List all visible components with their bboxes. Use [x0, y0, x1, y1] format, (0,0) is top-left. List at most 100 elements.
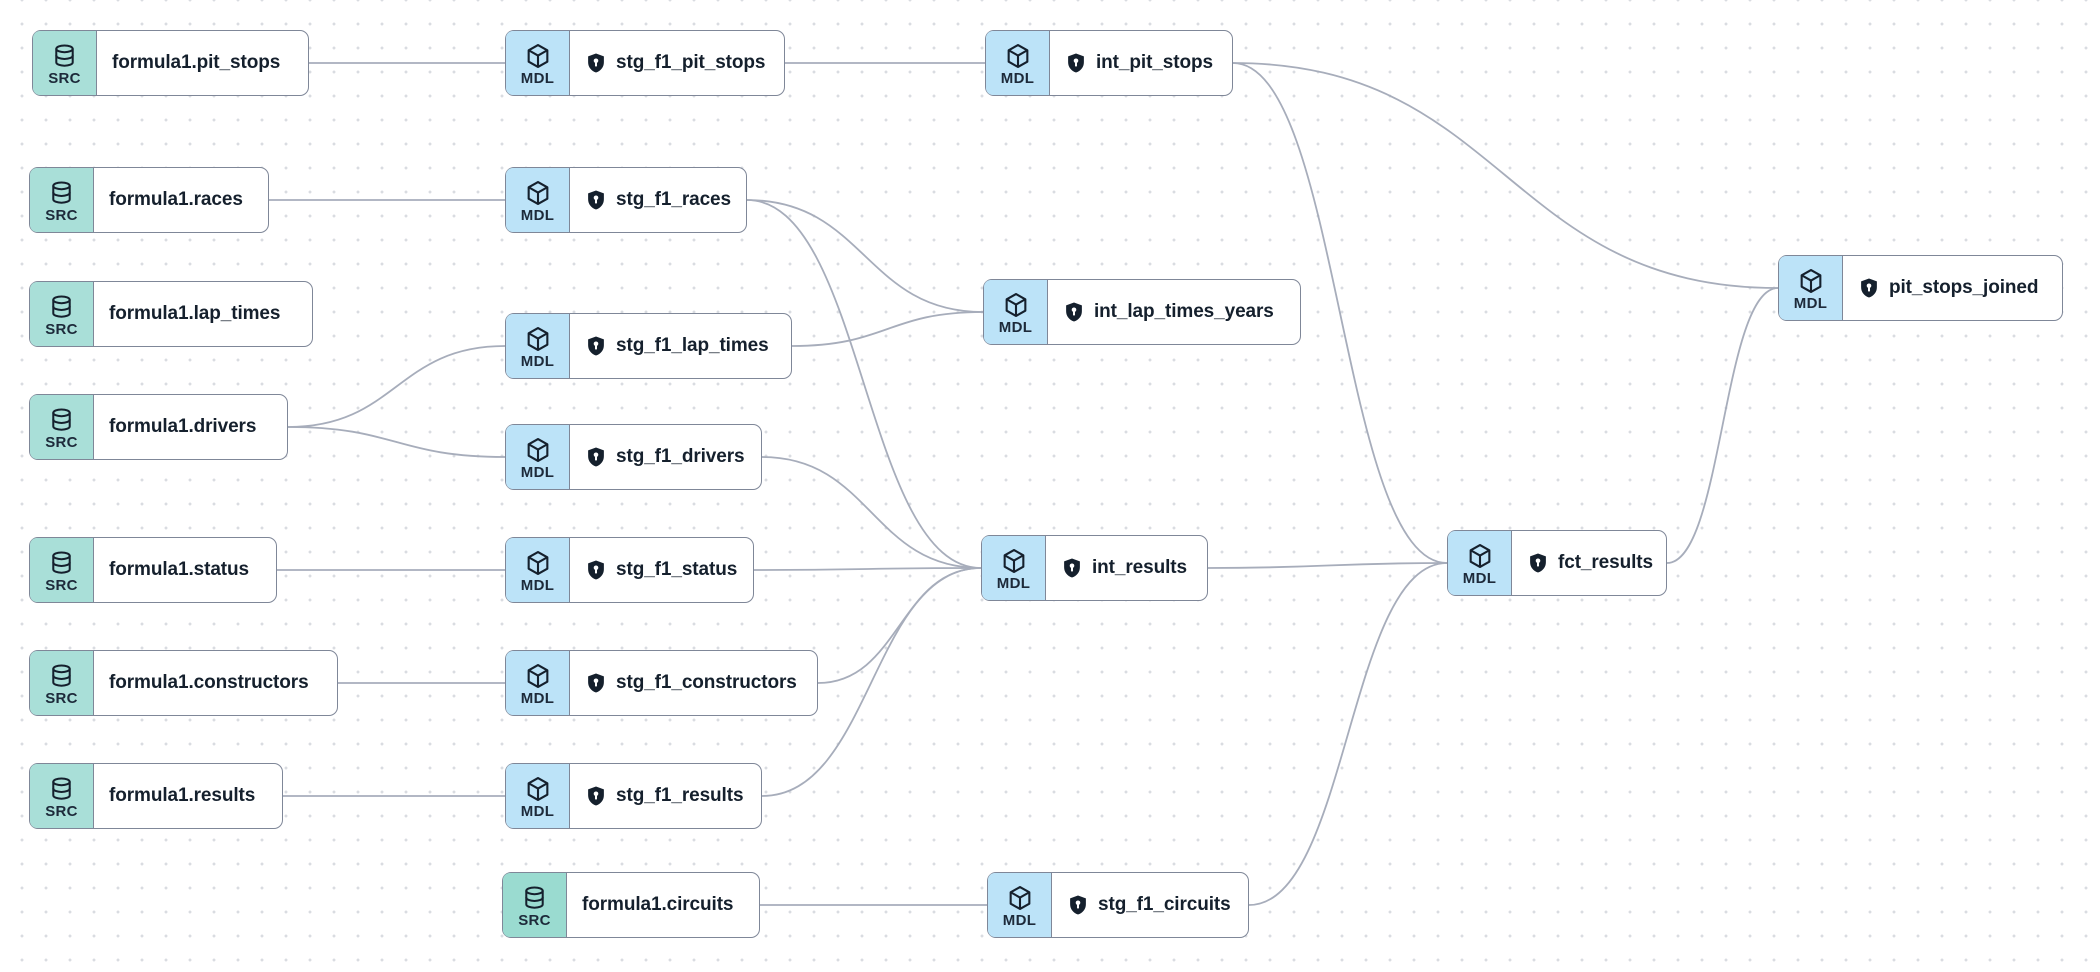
node-type-label: SRC [45, 576, 78, 594]
database-icon [52, 294, 71, 318]
database-icon [52, 180, 71, 204]
node-type-badge: MDL [506, 538, 570, 602]
node-type-badge: MDL [506, 764, 570, 828]
shield-icon [588, 447, 604, 467]
node-name-area: stg_f1_status [570, 538, 753, 602]
database-icon [52, 407, 71, 431]
node-type-label: MDL [520, 207, 555, 224]
node-type-label: MDL [520, 577, 555, 594]
node-type-badge: MDL [506, 651, 570, 715]
shield-icon [588, 786, 604, 806]
edge-stg_races-to-int_lap_times_years [746, 199, 984, 313]
node-int_pit_stops[interactable]: MDL int_pit_stops [985, 30, 1233, 96]
node-formula1.circuits[interactable]: SRC formula1.circuits [502, 872, 760, 938]
node-name-area: int_pit_stops [1050, 31, 1232, 95]
cube-icon [1469, 543, 1490, 569]
edge-stg_lap_times-to-int_lap_times_years [791, 311, 984, 347]
node-label: formula1.races [109, 189, 243, 210]
node-label: formula1.pit_stops [112, 52, 281, 73]
node-type-badge: MDL [506, 314, 570, 378]
node-name-area: formula1.status [94, 538, 276, 602]
node-type-badge: MDL [506, 168, 570, 232]
node-type-badge: MDL [506, 31, 570, 95]
cube-icon [527, 776, 548, 802]
node-label: formula1.circuits [582, 894, 734, 915]
node-type-label: SRC [45, 320, 78, 338]
edge-src_drivers-to-stg_drivers [287, 426, 506, 458]
shield-icon [1064, 558, 1080, 578]
node-label: stg_f1_circuits [1098, 894, 1231, 915]
node-type-badge: SRC [30, 395, 94, 459]
edge-fct_results-to-pit_stops_joined [1666, 287, 1779, 564]
node-formula1.lap_times[interactable]: SRC formula1.lap_times [29, 281, 313, 347]
node-label: stg_f1_drivers [616, 446, 745, 467]
node-name-area: formula1.pit_stops [97, 31, 308, 95]
shield-icon [1070, 895, 1086, 915]
node-stg_f1_constructors[interactable]: MDL stg_f1_constructors [505, 650, 818, 716]
node-type-label: MDL [520, 70, 555, 87]
node-name-area: formula1.lap_times [94, 282, 312, 346]
edge-src_drivers-to-stg_lap_times [287, 345, 506, 428]
node-type-badge: MDL [984, 280, 1048, 344]
node-stg_f1_pit_stops[interactable]: MDL stg_f1_pit_stops [505, 30, 785, 96]
node-type-badge: SRC [30, 538, 94, 602]
node-type-label: MDL [998, 319, 1033, 336]
cube-icon [527, 43, 548, 69]
node-label: formula1.lap_times [109, 303, 281, 324]
cube-icon [527, 437, 548, 463]
node-type-badge: MDL [986, 31, 1050, 95]
cube-icon [527, 180, 548, 206]
cube-icon [527, 663, 548, 689]
edge-stg_status-to-int_results [753, 567, 982, 571]
node-type-badge: SRC [503, 873, 567, 937]
node-type-label: SRC [48, 69, 81, 87]
node-stg_f1_status[interactable]: MDL stg_f1_status [505, 537, 754, 603]
database-icon [52, 550, 71, 574]
node-type-badge: SRC [30, 764, 94, 828]
edge-stg_drivers-to-int_results [761, 456, 982, 569]
node-formula1.pit_stops[interactable]: SRC formula1.pit_stops [32, 30, 309, 96]
shield-icon [588, 190, 604, 210]
node-type-label: MDL [520, 690, 555, 707]
shield-icon [588, 673, 604, 693]
node-name-area: formula1.circuits [567, 873, 759, 937]
node-type-label: MDL [520, 464, 555, 481]
shield-icon [1066, 302, 1082, 322]
node-stg_f1_circuits[interactable]: MDL stg_f1_circuits [987, 872, 1249, 938]
node-label: stg_f1_pit_stops [616, 52, 766, 73]
node-type-badge: MDL [506, 425, 570, 489]
edge-stg_circuits-to-fct_results [1248, 562, 1448, 906]
node-formula1.races[interactable]: SRC formula1.races [29, 167, 269, 233]
edge-stg_results-to-int_results [761, 567, 982, 797]
node-label: int_pit_stops [1096, 52, 1213, 73]
node-label: formula1.drivers [109, 416, 257, 437]
shield-icon [588, 560, 604, 580]
node-type-label: SRC [45, 206, 78, 224]
node-type-label: SRC [45, 689, 78, 707]
node-type-badge: SRC [30, 651, 94, 715]
node-label: stg_f1_constructors [616, 672, 797, 693]
node-label: stg_f1_status [616, 559, 738, 580]
node-type-label: MDL [1002, 912, 1037, 929]
node-name-area: formula1.races [94, 168, 268, 232]
node-type-badge: MDL [982, 536, 1046, 600]
edge-int_pit_stops-to-pit_stops_joined [1232, 62, 1779, 289]
node-type-label: MDL [520, 353, 555, 370]
node-stg_f1_drivers[interactable]: MDL stg_f1_drivers [505, 424, 762, 490]
node-formula1.status[interactable]: SRC formula1.status [29, 537, 277, 603]
node-type-label: MDL [1000, 70, 1035, 87]
node-type-badge: MDL [988, 873, 1052, 937]
node-formula1.drivers[interactable]: SRC formula1.drivers [29, 394, 288, 460]
shield-icon [1861, 278, 1877, 298]
